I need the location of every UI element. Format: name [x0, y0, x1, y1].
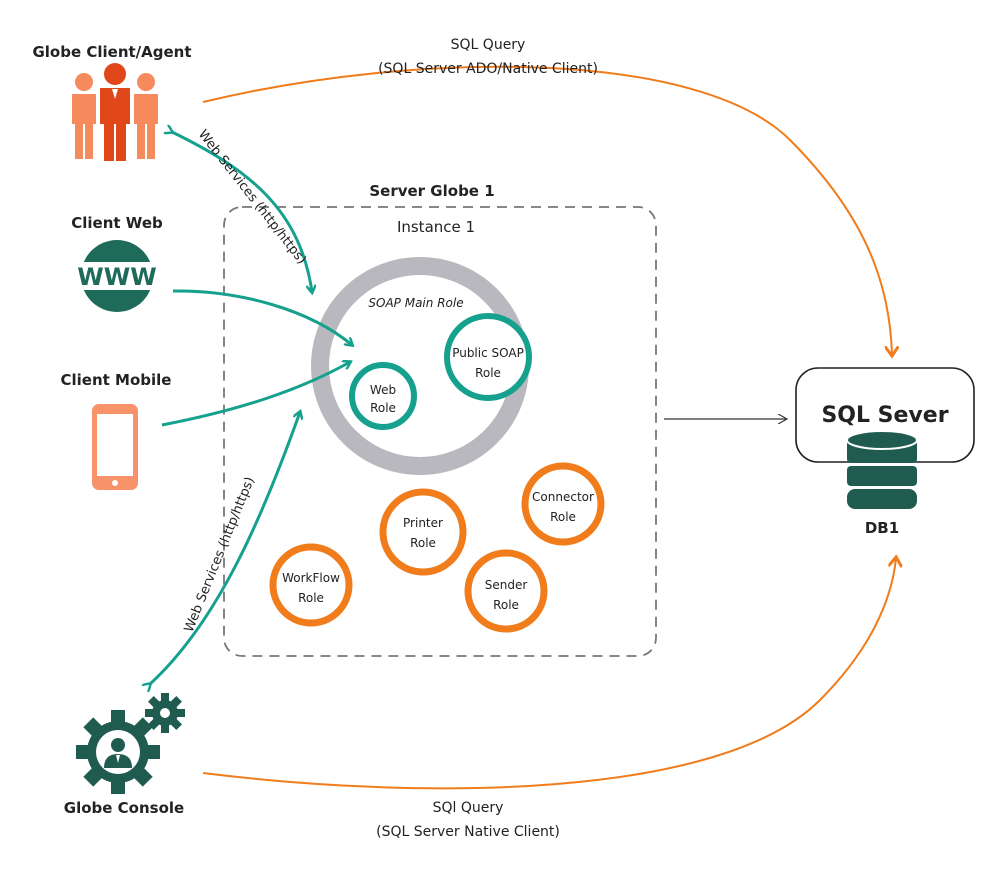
client-web-connector: [172, 289, 352, 345]
web-role-line2: Role: [370, 401, 396, 415]
web-services-top-label: Web Services (http/https): [195, 127, 309, 267]
web-role-line1: Web: [370, 383, 396, 397]
bottom-query-line2: (SQL Server Native Client): [376, 824, 560, 840]
public-soap-role: Public SOAP Role: [444, 313, 532, 401]
db1-label: DB1: [865, 519, 899, 537]
workflow-role: WorkFlow Role: [269, 543, 353, 627]
bottom-sql-query-connector: [202, 558, 896, 790]
globe-console-label: Globe Console: [64, 799, 184, 817]
client-web-label: Client Web: [71, 214, 163, 232]
web-services-top-connector: [172, 132, 312, 292]
workflow-role-line1: WorkFlow: [282, 571, 340, 585]
sender-role: Sender Role: [464, 549, 548, 633]
top-query-line1: SQL Query: [451, 37, 526, 53]
people-icon: [72, 63, 158, 161]
client-agent-label: Globe Client/Agent: [32, 43, 191, 61]
instance-label: Instance 1: [397, 218, 475, 236]
sender-role-line1: Sender: [485, 578, 528, 592]
connector-role-line1: Connector: [532, 490, 594, 504]
bottom-query-line1: SQl Query: [433, 800, 504, 816]
printer-role-line2: Role: [410, 536, 436, 550]
mobile-phone-icon: [92, 404, 138, 490]
printer-role: Printer Role: [379, 488, 467, 576]
www-text: WWW: [77, 263, 156, 291]
sender-role-line2: Role: [493, 598, 519, 612]
server-title: Server Globe 1: [369, 182, 494, 200]
client-mobile-label: Client Mobile: [61, 371, 172, 389]
web-role: Web Role: [349, 362, 417, 430]
server-box: [223, 206, 657, 657]
public-soap-role-line2: Role: [475, 366, 501, 380]
soap-main-role-label: SOAP Main Role: [368, 296, 463, 310]
connector-role: Connector Role: [521, 462, 605, 546]
connector-role-line2: Role: [550, 510, 576, 524]
workflow-role-line2: Role: [298, 591, 324, 605]
web-services-bottom-label: Web Services (http/https): [182, 475, 258, 635]
sql-server-label: SQL Sever: [821, 403, 948, 428]
database-icon: [846, 430, 918, 509]
top-query-line2: (SQL Server ADO/Native Client): [378, 61, 598, 77]
printer-role-line1: Printer: [403, 516, 443, 530]
public-soap-role-line1: Public SOAP: [452, 346, 524, 360]
console-gear-icon: [76, 693, 185, 794]
top-sql-query-connector: [202, 65, 892, 355]
www-globe-icon: WWW: [77, 240, 157, 312]
web-services-bottom-connector: [150, 412, 300, 684]
